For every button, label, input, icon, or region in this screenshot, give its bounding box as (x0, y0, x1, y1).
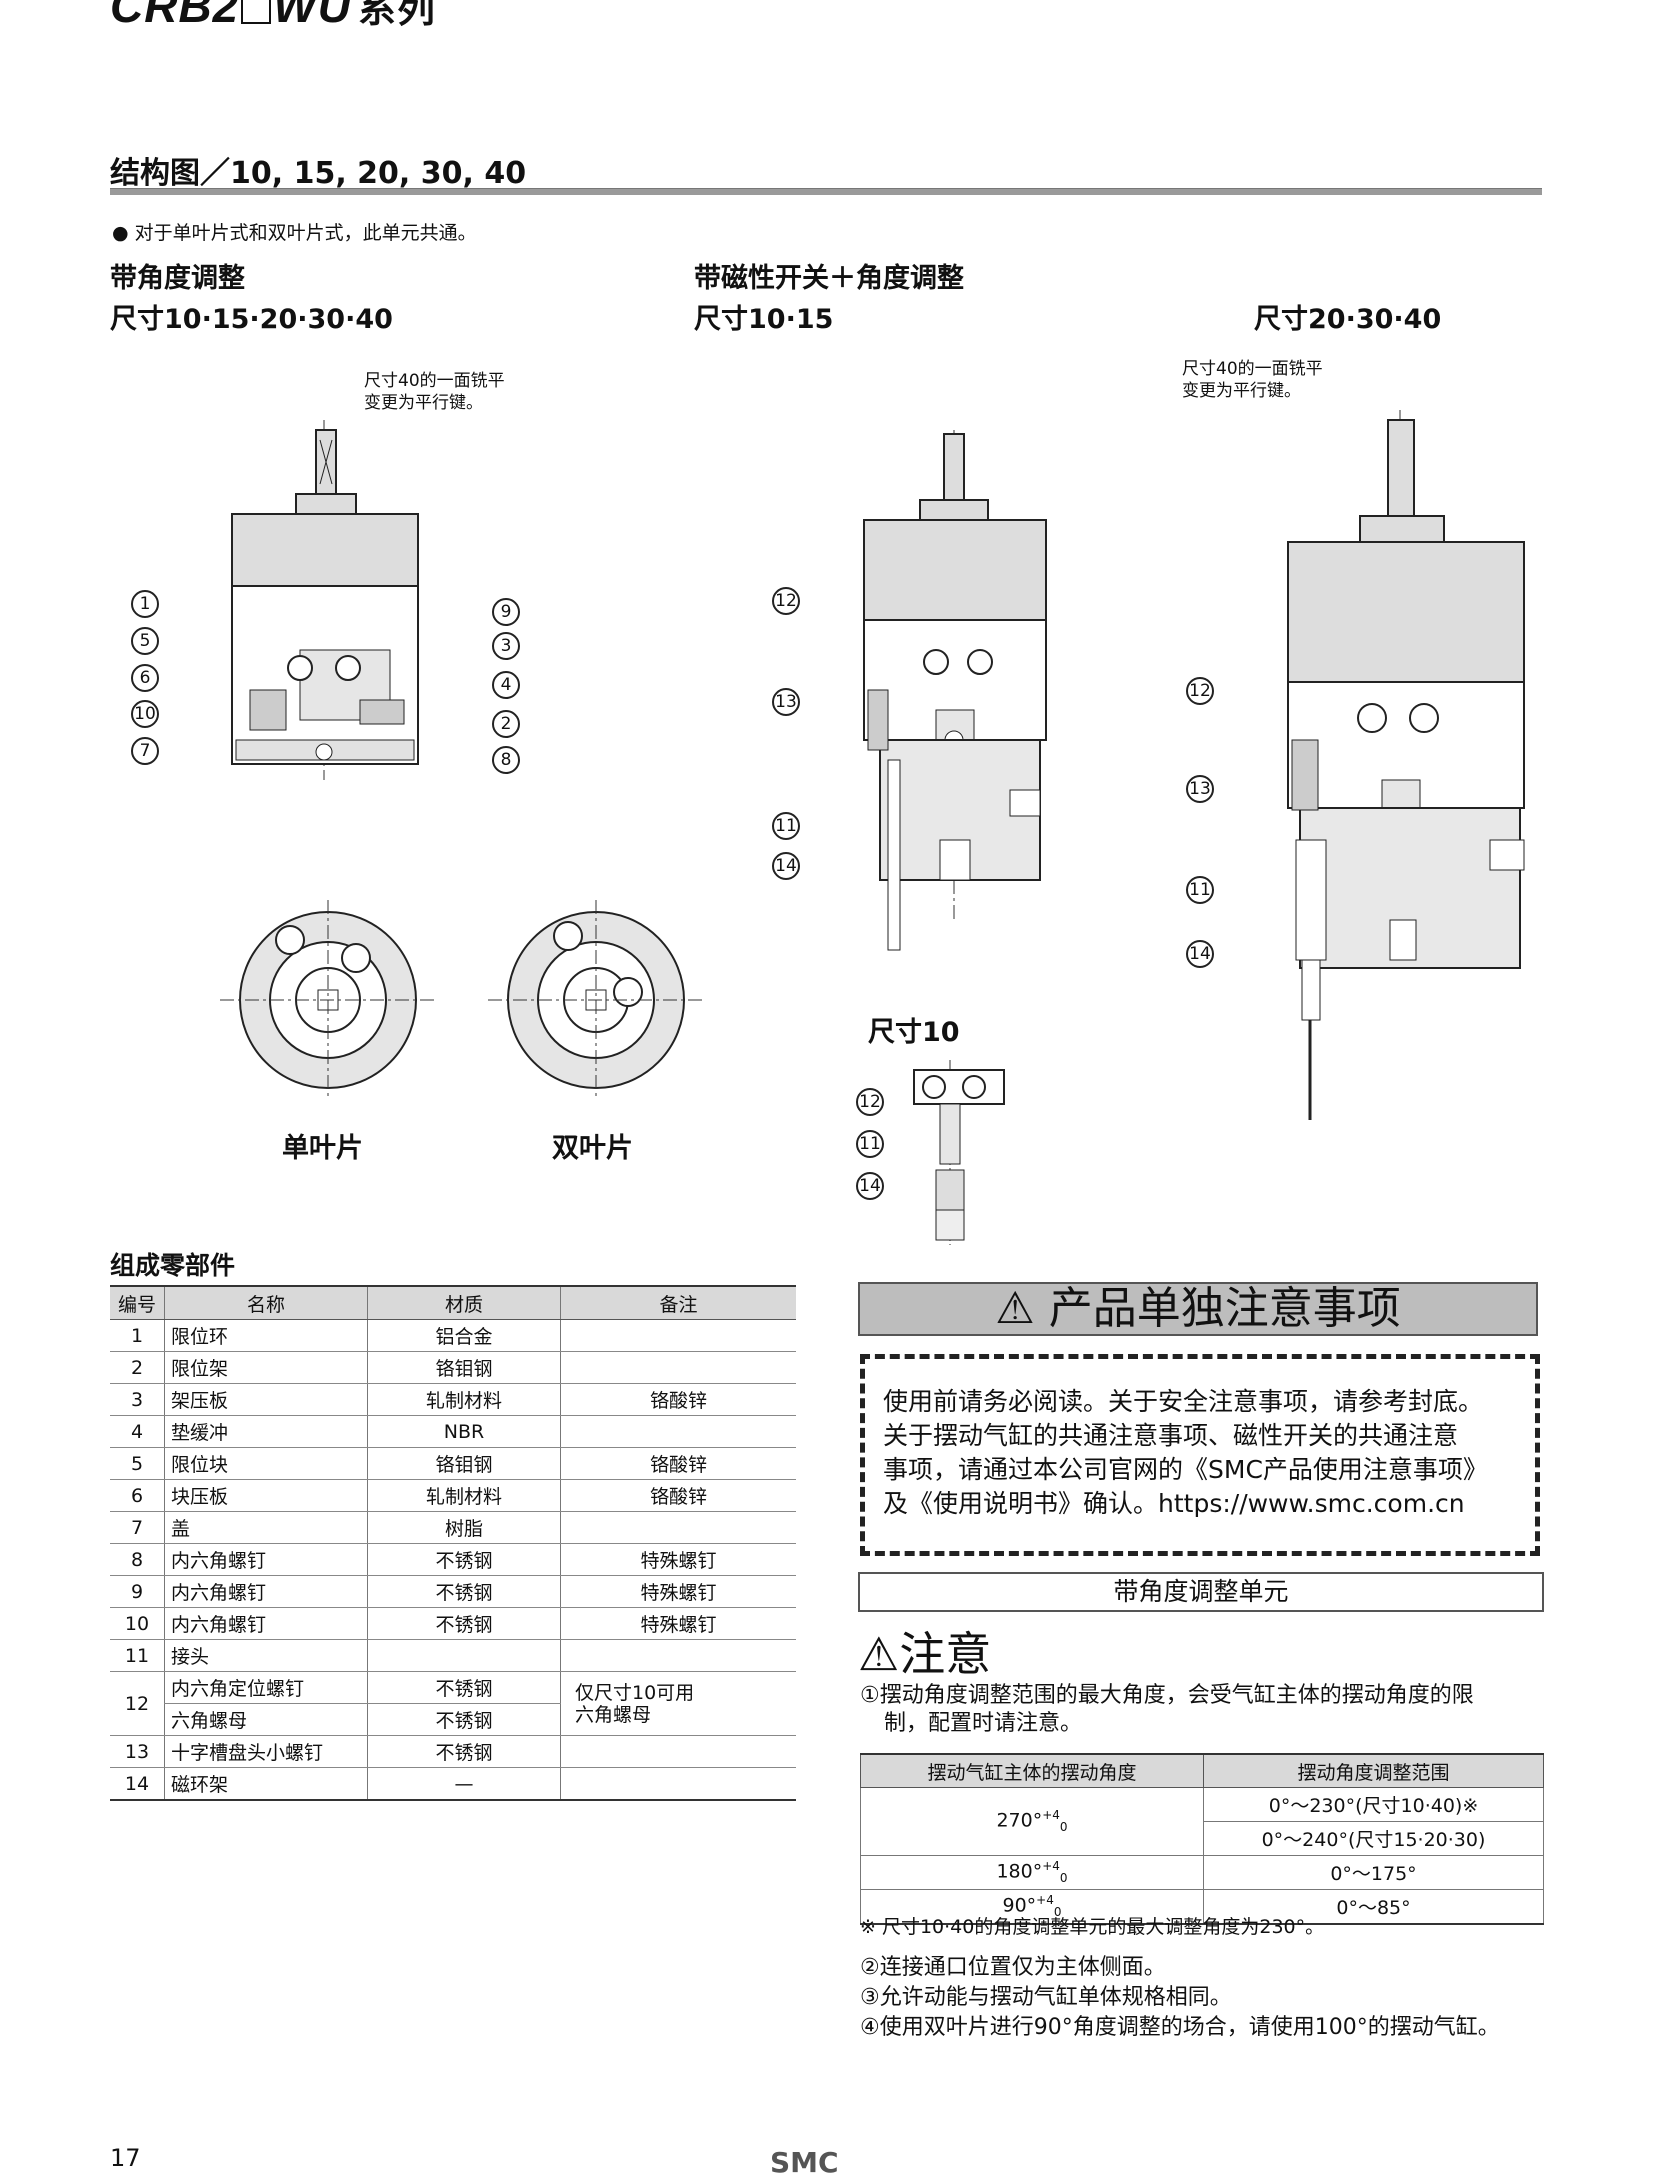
large-bubble-12: 12 (1186, 677, 1214, 705)
caution-heading: ⚠注意 (858, 1627, 992, 1681)
keyway-callout-right: 尺寸40的一面铣平变更为平行键。 (1182, 359, 1323, 401)
caution-item-3: ③允许动能与摆动气缸单体规格相同。 (860, 1985, 1232, 2010)
diagram-angle-title: 带角度调整 (110, 263, 245, 294)
section-note: ● 对于单叶片式和双叶片式，此单元共通。 (112, 222, 477, 244)
large-bubble-11: 11 (1186, 876, 1214, 904)
col-header-note: 备注 (560, 1285, 796, 1320)
keyway-callout-left: 尺寸40的一面铣平变更为平行键。 (364, 371, 505, 413)
part-bubble-14: 14 (772, 852, 800, 880)
diagram-size10-label: 尺寸10 (868, 1017, 960, 1048)
angle-unit-title: 带角度调整单元 (858, 1572, 1544, 1612)
switch-angle-section-drawing (863, 430, 1047, 951)
caution-triangle-icon: ⚠ (858, 1627, 900, 1681)
angle-range-table: 摆动气缸主体的摆动角度 摆动角度调整范围 270°+40 0°～230°(尺寸1… (860, 1753, 1544, 1925)
part-bubble-12: 12 (772, 587, 800, 615)
part-bubble-6: 6 (131, 664, 159, 692)
large-bubble-14: 14 (1186, 940, 1214, 968)
col-header-material: 材质 (367, 1285, 561, 1320)
range-angle-90: 90°+40 (860, 1889, 1204, 1925)
part-bubble-1: 1 (131, 590, 159, 618)
parts-table-title: 组成零部件 (110, 1251, 236, 1280)
range-angle-180: 180°+40 (860, 1855, 1204, 1890)
part-bubble-11: 11 (772, 812, 800, 840)
part-bubble-8: 8 (492, 746, 520, 774)
part-bubble-2: 2 (492, 710, 520, 738)
detail-bubble-12: 12 (856, 1088, 884, 1116)
single-vane-label: 单叶片 (282, 1133, 363, 1164)
detail-bubble-14: 14 (856, 1172, 884, 1200)
double-vane-label: 双叶片 (552, 1133, 633, 1164)
diagram-large-sizes: 尺寸20·30·40 (1254, 304, 1442, 335)
vane-end-views-drawing (220, 900, 704, 1100)
part-bubble-5: 5 (131, 627, 159, 655)
part-bubble-7: 7 (131, 737, 159, 765)
model-placeholder-box (241, 0, 272, 24)
caution-item-4: ④使用双叶片进行90°角度调整的场合，请使用100°的摆动气缸。 (860, 2015, 1500, 2040)
page-number: 17 (110, 2144, 141, 2172)
part-bubble-10: 10 (131, 700, 159, 728)
diagram-switch-title: 带磁性开关＋角度调整 (694, 263, 964, 294)
col-header-name: 名称 (164, 1285, 368, 1320)
diagram-switch-sizes: 尺寸10·15 (694, 304, 834, 335)
range-footnote: ※ 尺寸10·40的角度调整单元的最大调整角度为230°。 (860, 1916, 1325, 1938)
warning-title-bar: ⚠ 产品单独注意事项 (858, 1282, 1538, 1336)
col-header-no: 编号 (110, 1285, 165, 1320)
diagram-angle-sizes: 尺寸10·15·20·30·40 (110, 304, 393, 335)
part-bubble-13: 13 (772, 688, 800, 716)
caution-item-1: ①摆动角度调整范围的最大角度，会受气缸主体的摆动角度的限 制，配置时请注意。 (860, 1683, 1474, 1736)
large-bubble-13: 13 (1186, 775, 1214, 803)
section-title: 结构图／10, 15, 20, 30, 40 (110, 156, 527, 191)
section-divider (110, 188, 1542, 195)
size10-detail-drawing (913, 1060, 1005, 1245)
part-bubble-9: 9 (492, 598, 520, 626)
warning-notice-box: 使用前请务必阅读。关于安全注意事项，请参考封底。 关于摆动气缸的共通注意事项、磁… (860, 1354, 1540, 1556)
large-size-section-drawing (1287, 410, 1525, 1120)
caution-item-2: ②连接通口位置仅为主体侧面。 (860, 1955, 1166, 1980)
smc-logo: SMC (770, 2146, 839, 2179)
part-bubble-3: 3 (492, 632, 520, 660)
detail-bubble-11: 11 (856, 1130, 884, 1158)
angle-adjust-section-drawing (231, 420, 419, 780)
warning-triangle-icon: ⚠ (995, 1283, 1035, 1334)
range-angle-270: 270°+40 (860, 1787, 1204, 1856)
part-bubble-4: 4 (492, 671, 520, 699)
table-row: 六角螺母不锈钢 (110, 1703, 796, 1736)
